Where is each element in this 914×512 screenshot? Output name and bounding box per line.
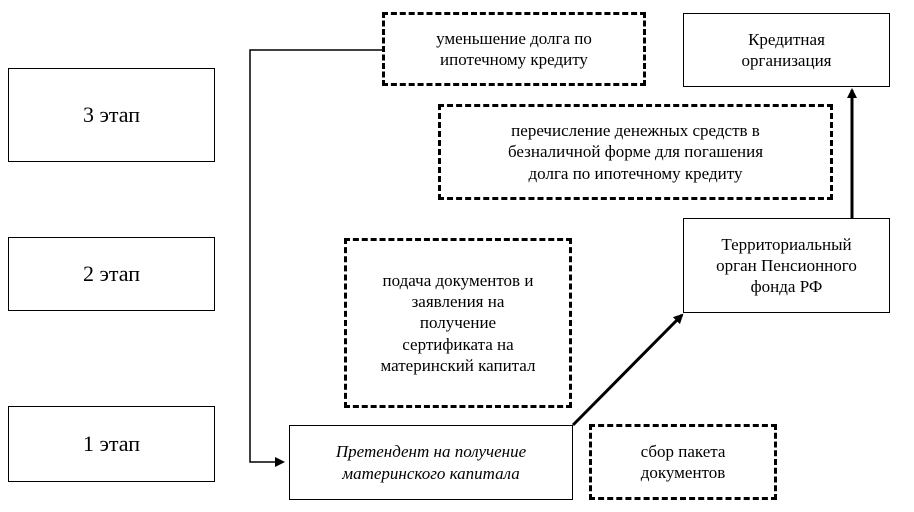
stage-2-box: 2 этап <box>8 237 215 311</box>
debt-reduction-text: уменьшение долга по ипотечному кредиту <box>436 28 592 69</box>
collect-documents-box: сбор пакета документов <box>589 424 777 500</box>
credit-organization-text: Кредитная организация <box>741 29 832 70</box>
applicant-text: Претендент на получение материнского кап… <box>335 442 527 483</box>
applicant-to-pension-arrow <box>571 313 684 427</box>
stage-1-label: 1 этап <box>82 431 141 457</box>
pension-fund-text: Территориальный орган Пенсионного фонда … <box>716 234 857 297</box>
applicant-box: Претендент на получение материнского кап… <box>289 425 573 500</box>
stage-2-label: 2 этап <box>82 261 141 287</box>
transfer-box: перечисление денежных средств в безналич… <box>438 104 833 200</box>
pension-fund-box: Территориальный орган Пенсионного фонда … <box>683 218 890 313</box>
stage-1-box: 1 этап <box>8 406 215 482</box>
submission-text: подача документов и заявления на получен… <box>380 270 536 375</box>
credit-organization-box: Кредитная организация <box>683 13 890 87</box>
debt-reduction-box: уменьшение долга по ипотечному кредиту <box>382 12 646 86</box>
submission-box: подача документов и заявления на получен… <box>344 238 572 408</box>
transfer-text: перечисление денежных средств в безналич… <box>507 121 764 183</box>
stage-3-label: 3 этап <box>82 102 141 128</box>
collect-documents-text: сбор пакета документов <box>640 441 726 482</box>
stage-3-box: 3 этап <box>8 68 215 162</box>
